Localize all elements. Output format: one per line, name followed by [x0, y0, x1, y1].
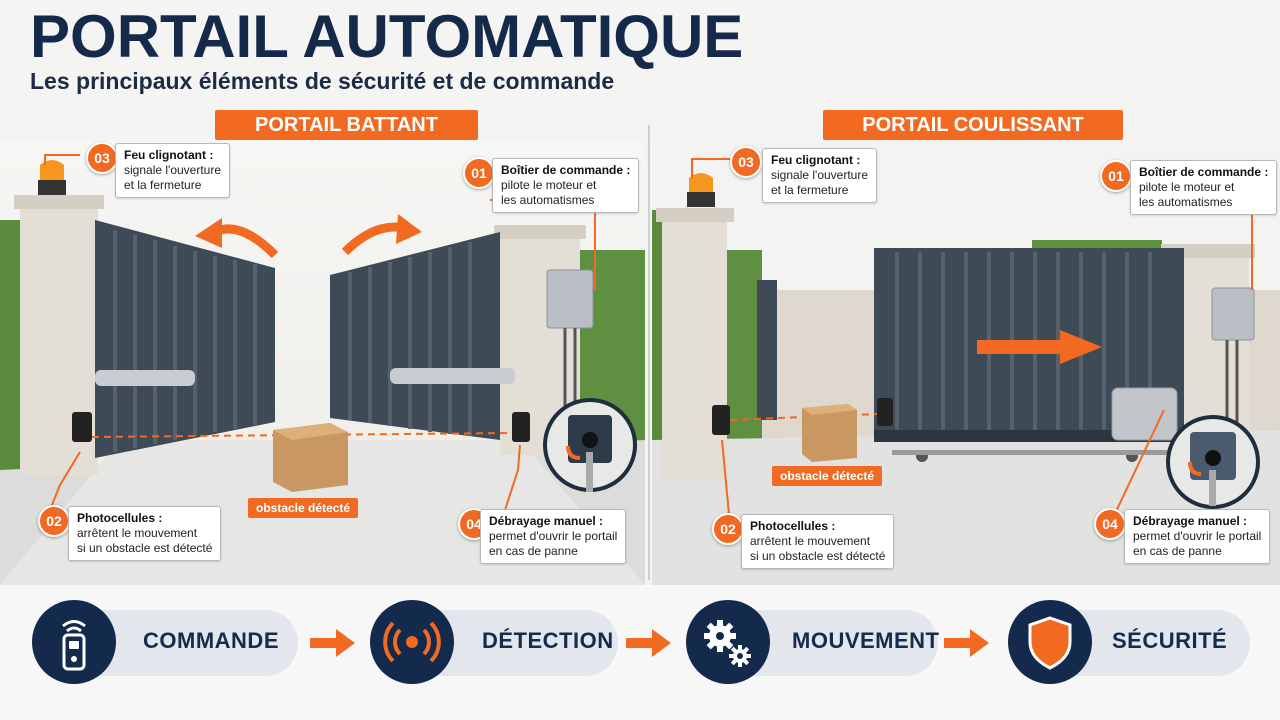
callout-number: 01: [463, 157, 495, 189]
callout-line2: en cas de panne: [1133, 544, 1222, 558]
callout-number: 03: [730, 146, 762, 178]
callout-number: 01: [1100, 160, 1132, 192]
callout-title: Photocellules :: [77, 511, 163, 525]
step-detection: [370, 600, 454, 684]
step-label-securite: SÉCURITÉ: [1112, 628, 1228, 653]
arrow-right-icon: [944, 629, 989, 657]
callout-title: Boîtier de commande :: [501, 163, 631, 177]
motor-arm-right: [390, 368, 515, 384]
arrow-right-icon: [626, 629, 671, 657]
release-key: [586, 452, 593, 492]
callout-line2: les automatismes: [501, 193, 595, 207]
callout-number: 02: [38, 505, 70, 537]
callout-box: Débrayage manuel : permet d'ouvrir le po…: [1124, 509, 1271, 564]
section-label-sliding-gate: PORTAIL COULISSANT: [823, 110, 1123, 140]
callout-box: Feu clignotant : signale l'ouverture et …: [115, 143, 231, 198]
remote-control-icon: [62, 620, 86, 671]
arrow-right-icon: [310, 629, 355, 657]
cardboard-box: [273, 423, 348, 492]
callout-line1: arrêtent le mouvement: [750, 534, 871, 548]
cardboard-box: [802, 404, 857, 462]
page-title: PORTAIL AUTOMATIQUE: [30, 3, 744, 70]
gate-leaf-right: [330, 232, 500, 440]
callout-box: Boîtier de commande : pilote le moteur e…: [492, 158, 640, 213]
signal-waves-icon: [383, 621, 441, 663]
section-divider: [648, 125, 650, 580]
obstacle-label-left: obstacle détecté: [248, 498, 359, 518]
step-mouvement: [686, 600, 770, 684]
photocell-right: [512, 412, 530, 442]
sliding-arrow: [977, 340, 1062, 354]
motor-arm-left: [95, 370, 195, 386]
photocell-left: [72, 412, 92, 442]
callout-title: Feu clignotant :: [771, 153, 861, 167]
callout-title: Photocellules :: [750, 519, 836, 533]
callout-line1: pilote le moteur et: [1139, 180, 1235, 194]
photocell-left: [712, 405, 730, 435]
callout-line2: les automatismes: [1139, 195, 1233, 209]
callout-line1: pilote le moteur et: [501, 178, 597, 192]
obstacle-label-right: obstacle détecté: [772, 466, 883, 486]
step-label-mouvement: MOUVEMENT: [792, 628, 940, 653]
step-label-commande: COMMANDE: [143, 628, 279, 653]
pillar-left: [662, 215, 727, 480]
callout-title: Débrayage manuel :: [489, 514, 604, 528]
callout-title: Boîtier de commande :: [1139, 165, 1269, 179]
callout-line2: et la fermeture: [124, 178, 202, 192]
callout-box: Feu clignotant : signale l'ouverture et …: [762, 148, 878, 203]
callout-line1: signale l'ouverture: [771, 168, 869, 182]
callout-line2: et la fermeture: [771, 183, 849, 197]
step-securite: [1008, 600, 1092, 684]
callout-line2: si un obstacle est détecté: [750, 549, 886, 563]
sliding-motor: [1111, 387, 1178, 441]
callout-box: Boîtier de commande : pilote le moteur e…: [1130, 160, 1278, 215]
section-label-swing-gate: PORTAIL BATTANT: [215, 110, 478, 140]
callout-title: Feu clignotant :: [124, 148, 214, 162]
step-commande: [32, 600, 116, 684]
photocell-right: [877, 398, 893, 426]
callout-line1: arrêtent le mouvement: [77, 526, 198, 540]
callout-line2: en cas de panne: [489, 544, 578, 558]
callout-box: Photocellules : arrêtent le mouvement si…: [68, 506, 222, 561]
rail: [892, 450, 1252, 455]
callout-title: Débrayage manuel :: [1133, 514, 1248, 528]
gate-leaf-left: [95, 220, 275, 458]
callout-line1: permet d'ouvrir le portail: [489, 529, 618, 543]
shield-icon: [1028, 616, 1072, 670]
flashing-light: [689, 173, 713, 192]
callout-line2: si un obstacle est détecté: [77, 541, 213, 555]
page-subtitle: Les principaux éléments de sécurité et d…: [30, 68, 615, 94]
control-box: [1211, 287, 1255, 341]
callout-line1: permet d'ouvrir le portail: [1133, 529, 1262, 543]
callout-number: 04: [1094, 508, 1126, 540]
callout-number: 03: [86, 142, 118, 174]
gears-icon: [704, 620, 751, 667]
flashing-light: [40, 160, 64, 180]
callout-line1: signale l'ouverture: [124, 163, 222, 177]
step-label-detection: DÉTECTION: [482, 628, 614, 653]
callout-box: Débrayage manuel : permet d'ouvrir le po…: [480, 509, 627, 564]
control-box: [546, 269, 594, 329]
callout-box: Photocellules : arrêtent le mouvement si…: [741, 514, 895, 569]
release-key: [1209, 470, 1216, 506]
callout-number: 02: [712, 513, 744, 545]
